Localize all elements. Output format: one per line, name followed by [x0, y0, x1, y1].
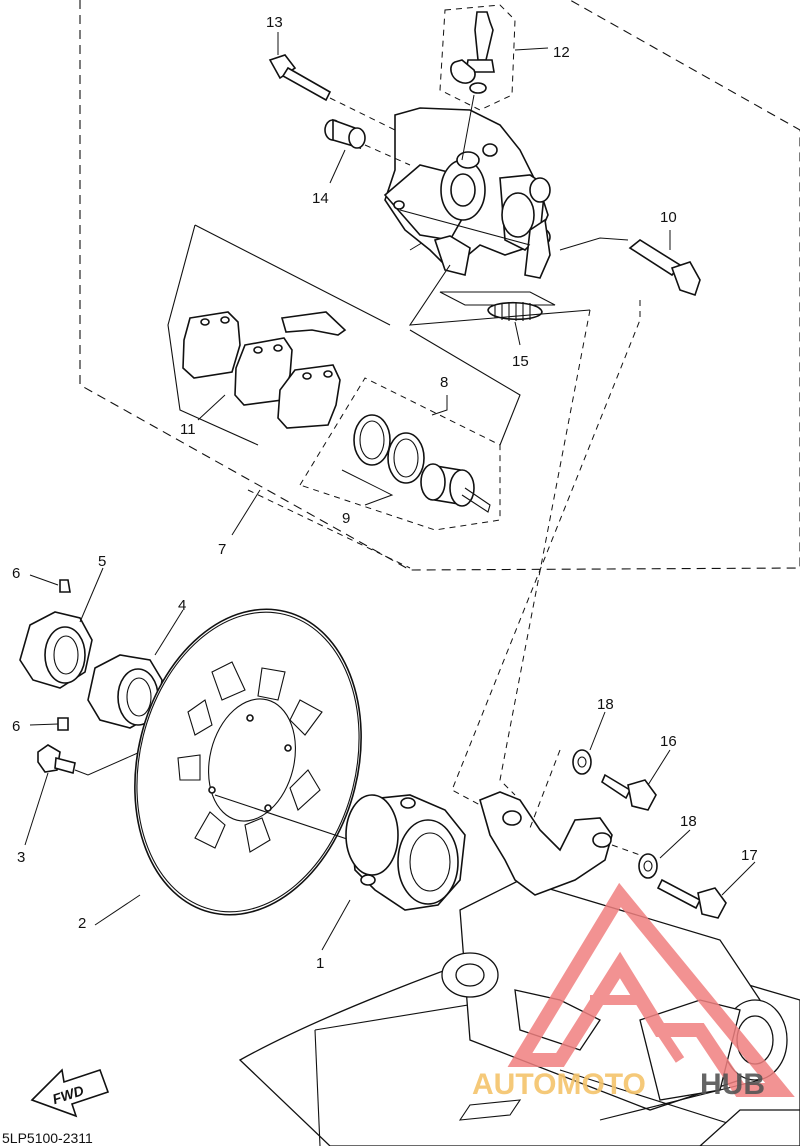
brake-disc-part-2	[94, 608, 366, 926]
pin-part-14	[324, 118, 411, 184]
bolt-part-3	[24, 744, 141, 846]
callout-6-top: 6	[12, 565, 20, 582]
callout-9: 9	[342, 510, 350, 527]
callout-11: 11	[180, 421, 196, 438]
forward-direction-arrow: FWD	[30, 1068, 110, 1118]
callout-17: 17	[741, 847, 758, 864]
callout-12: 12	[553, 44, 570, 61]
caliper-bracket	[479, 791, 613, 896]
callout-4: 4	[178, 597, 186, 614]
brake-pads-part-11	[182, 311, 347, 429]
callout-15: 15	[512, 353, 529, 370]
callout-6-bottom: 6	[12, 718, 20, 735]
nuts-parts-4-5-6	[19, 567, 184, 731]
callout-3: 3	[17, 849, 25, 866]
callout-8: 8	[440, 374, 448, 391]
watermark-text-part2: HUB	[700, 1068, 765, 1101]
callout-10: 10	[660, 209, 677, 226]
bleed-screw-part-12	[439, 4, 549, 161]
callout-13: 13	[266, 14, 283, 31]
caliper-body	[383, 107, 551, 279]
caliper-bolt-part-13	[268, 32, 396, 131]
callout-2: 2	[78, 915, 86, 932]
callout-labels: 1 2 3 4 5 6 6 7 8 9 10 11 12 13 14 15 16…	[12, 14, 758, 972]
pad-group-outline	[167, 224, 591, 446]
callout-18-top: 18	[597, 696, 614, 713]
hub-part-1	[321, 794, 466, 951]
watermark-text-part1: AUTOMOTO	[472, 1068, 646, 1101]
drawing-code: 5LP5100-2311	[2, 1130, 93, 1146]
spring-part-15	[439, 291, 556, 346]
automotohub-watermark	[507, 882, 795, 1097]
callout-14: 14	[312, 190, 329, 207]
bolt-part-10	[628, 230, 701, 297]
callout-5: 5	[98, 553, 106, 570]
piston-seal-group	[231, 377, 501, 569]
watermark-wordmark: AUTOMOTO HUB	[472, 1068, 765, 1101]
callout-16: 16	[660, 733, 677, 750]
callout-1: 1	[316, 955, 324, 972]
callout-18-bottom: 18	[680, 813, 697, 830]
callout-7: 7	[218, 541, 226, 558]
bolts-washers-16-17-18	[572, 711, 756, 919]
caliper-assembly-boundary	[79, 0, 800, 571]
